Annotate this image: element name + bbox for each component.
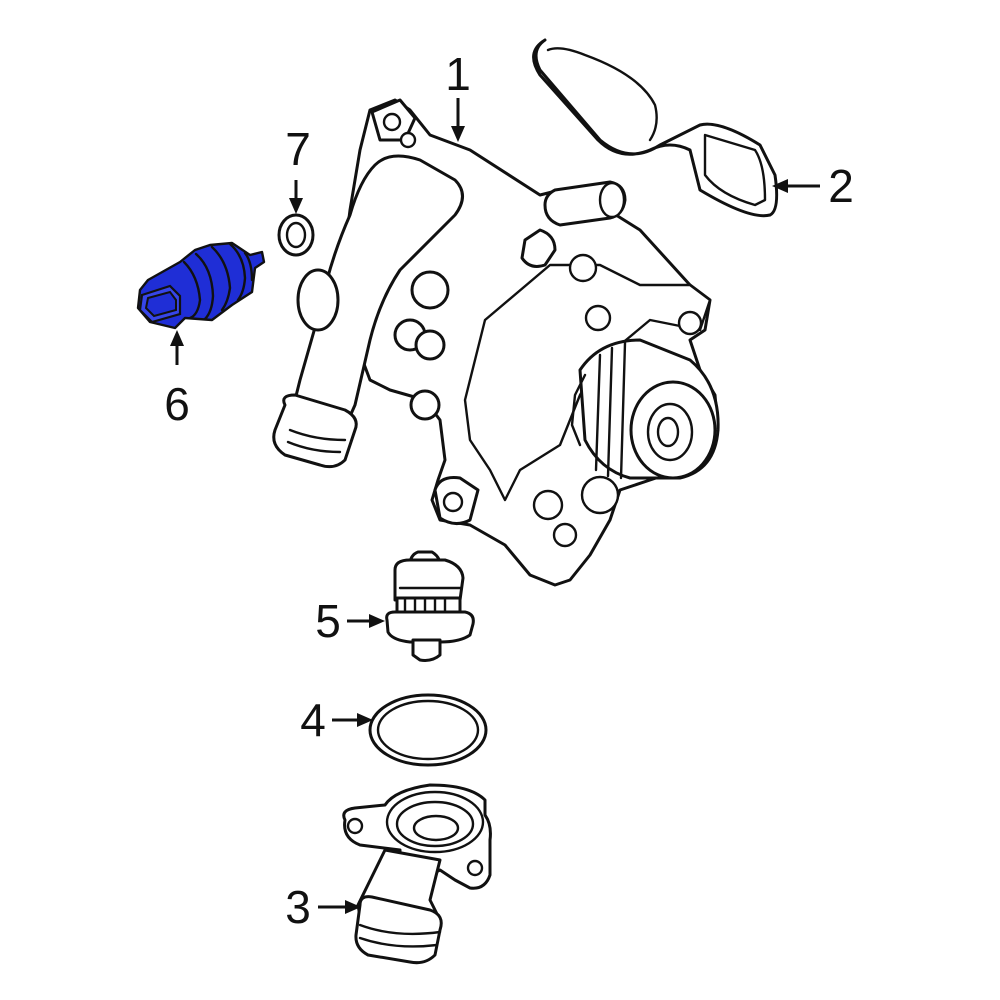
callout-7: 7 (285, 123, 311, 214)
callout-label-1: 1 (445, 48, 471, 100)
part-6-temperature-sensor[interactable] (136, 241, 266, 330)
part-4-seal-ring[interactable] (368, 693, 488, 767)
callout-6: 6 (164, 330, 190, 430)
part-1-water-pump[interactable] (272, 98, 720, 587)
part-5-thermostat[interactable] (385, 550, 475, 662)
callout-3: 3 (285, 881, 361, 933)
part-3-thermostat-housing[interactable] (342, 783, 492, 965)
callout-label-3: 3 (285, 881, 311, 933)
callout-label-5: 5 (315, 595, 341, 647)
callout-4: 4 (300, 694, 373, 746)
part-2-gasket[interactable] (532, 38, 779, 218)
callout-label-7: 7 (285, 123, 311, 175)
callout-1: 1 (445, 48, 471, 142)
callout-label-6: 6 (164, 378, 190, 430)
callout-label-4: 4 (300, 694, 326, 746)
callout-2: 2 (772, 160, 854, 212)
callout-5: 5 (315, 595, 385, 647)
callout-label-2: 2 (828, 160, 854, 212)
part-7-o-ring[interactable] (277, 213, 315, 257)
